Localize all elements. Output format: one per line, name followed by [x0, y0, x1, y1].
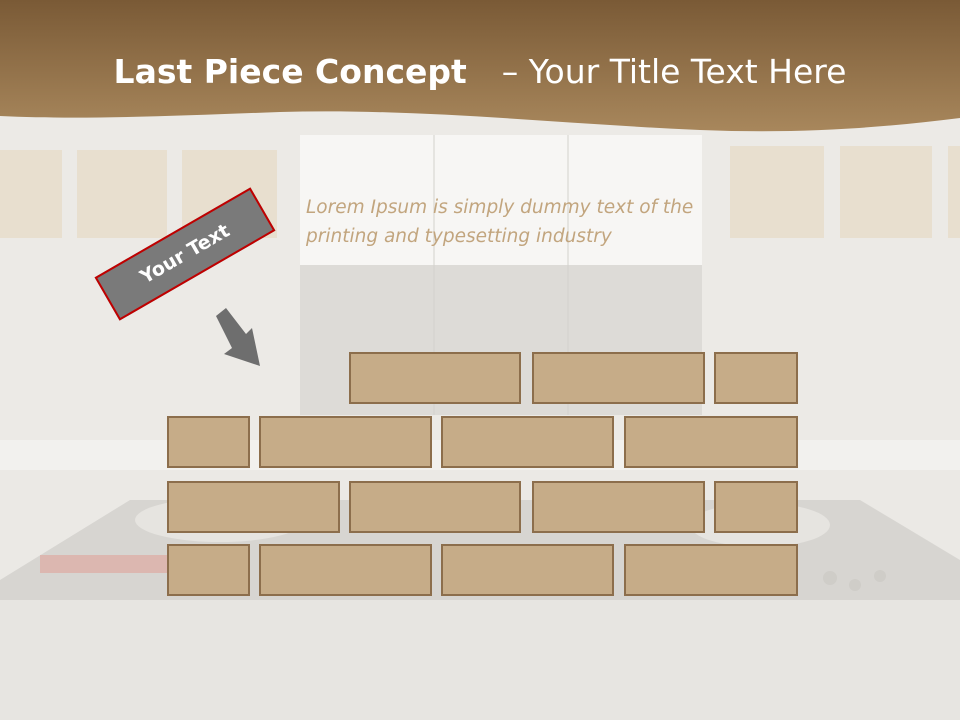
down-right-arrow-icon [216, 308, 260, 366]
brick [167, 544, 250, 596]
body-text: Lorem Ipsum is simply dummy text of the … [306, 197, 694, 247]
brick [167, 416, 250, 468]
brick [349, 481, 521, 533]
brick [259, 416, 432, 468]
brick [714, 352, 798, 404]
brick [349, 352, 521, 404]
brick [532, 352, 705, 404]
brick [259, 544, 432, 596]
brick [441, 416, 614, 468]
brick [624, 544, 798, 596]
brick [167, 481, 340, 533]
brick [441, 544, 614, 596]
brick [714, 481, 798, 533]
title-bold: Last Piece Concept [113, 52, 467, 91]
brick [624, 416, 798, 468]
brick [532, 481, 705, 533]
slide-title: Last Piece Concept – Your Title Text Her… [0, 52, 960, 91]
title-rest: – Your Title Text Here [501, 52, 847, 91]
